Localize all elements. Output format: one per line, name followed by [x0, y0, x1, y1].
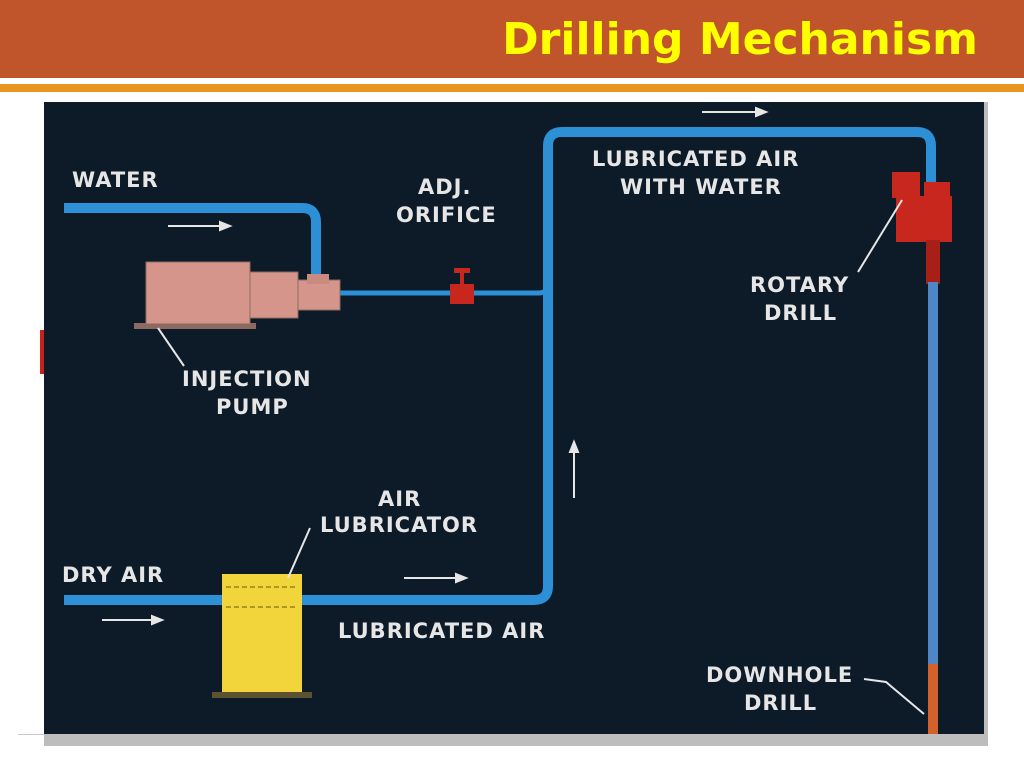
label-injection-pump-line1: INJECTION — [182, 367, 312, 391]
slide-title: Drilling Mechanism — [502, 14, 978, 65]
label-water: WATER — [72, 168, 159, 192]
label-adj-orifice-line2: ORIFICE — [396, 203, 497, 227]
label-downhole-drill-line1: DOWNHOLE — [706, 663, 853, 687]
header-rule-white — [0, 78, 1024, 84]
drill-rod — [928, 282, 938, 664]
label-rotary-drill-line1: ROTARY — [750, 273, 849, 297]
air-pipe — [64, 127, 936, 605]
label-injection-pump-line2: PUMP — [216, 395, 289, 419]
drilling-diagram-frame: WATER ADJ. ORIFICE LUBRICATED AIR WITH W… — [44, 102, 988, 746]
label-dry-air: DRY AIR — [62, 563, 164, 587]
label-adj-orifice-line1: ADJ. — [418, 175, 471, 199]
label-lubricated-air-with-water-line1: LUBRICATED AIR — [592, 147, 799, 171]
downhole-drill — [928, 664, 938, 734]
flow-arrows — [102, 106, 769, 626]
water-pipe — [64, 203, 321, 277]
side-marker — [40, 330, 46, 374]
header-rule-orange — [0, 84, 1024, 92]
footer-line — [18, 734, 48, 735]
injection-line — [338, 283, 551, 296]
label-downhole-drill-line2: DRILL — [744, 691, 817, 715]
drilling-diagram: WATER ADJ. ORIFICE LUBRICATED AIR WITH W… — [44, 102, 984, 734]
injection-pump — [134, 261, 341, 329]
adj-orifice-valve — [450, 268, 474, 304]
label-lubricated-air-with-water-line2: WITH WATER — [620, 175, 782, 199]
leader-lines — [157, 199, 925, 715]
rotary-drill — [892, 172, 952, 284]
header-bar: Drilling Mechanism — [0, 0, 1024, 78]
label-air-lubricator-line2: LUBRICATOR — [320, 513, 478, 537]
air-lubricator — [212, 574, 312, 698]
label-rotary-drill-line2: DRILL — [764, 301, 837, 325]
label-lubricated-air: LUBRICATED AIR — [338, 619, 545, 643]
label-air-lubricator-line1: AIR — [378, 487, 421, 511]
